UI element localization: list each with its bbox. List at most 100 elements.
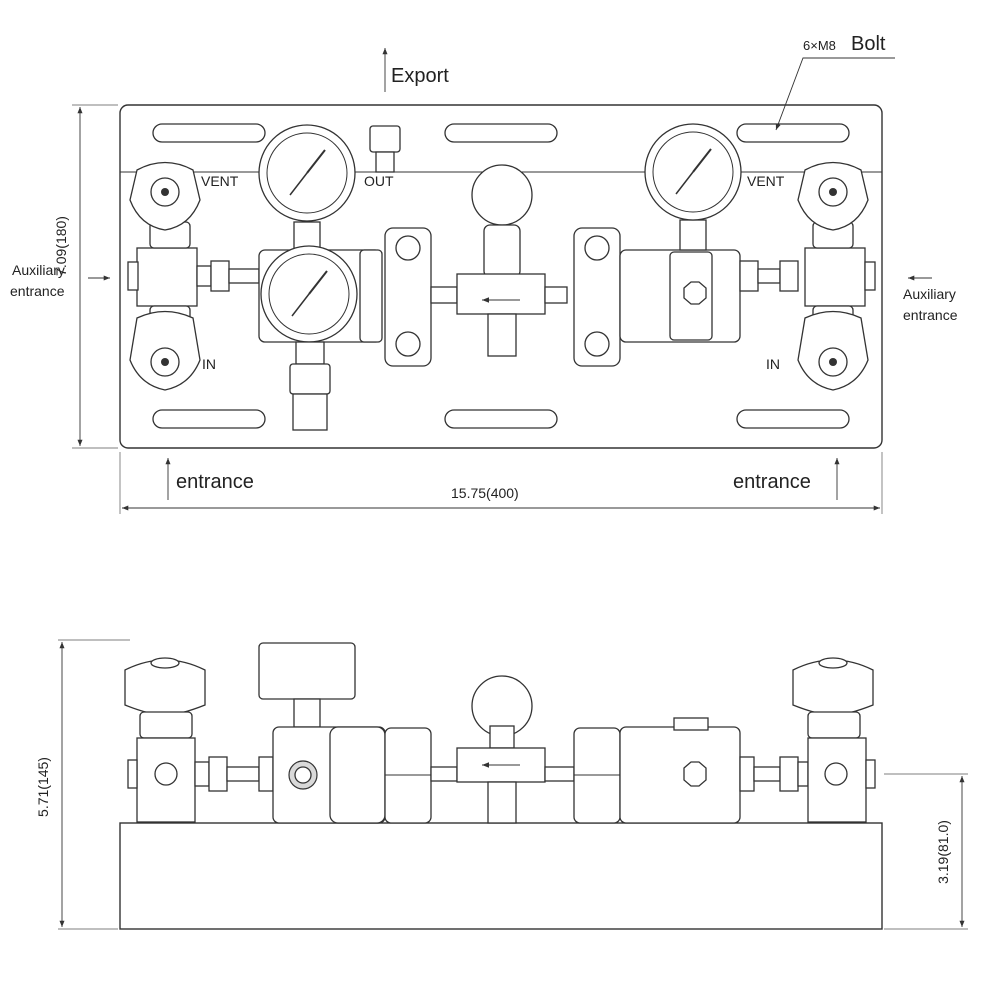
slot-top-right	[736, 123, 850, 143]
front-right-fitting-a	[739, 756, 755, 792]
right-clamp-hole-bottom	[584, 331, 610, 357]
left-clamp-hole-top	[395, 235, 421, 261]
front-right-regulator-body	[619, 726, 741, 824]
left-vent-cap	[161, 188, 169, 196]
right-tube	[757, 268, 781, 284]
label-vent-right: VENT	[747, 173, 785, 189]
front-right-fitting-c	[797, 761, 809, 787]
label-out: OUT	[364, 173, 394, 189]
right-valve-block	[804, 247, 866, 307]
left-regulator	[258, 124, 383, 431]
slot-bottom-center	[444, 409, 558, 429]
label-base-height: 3.19(81.0)	[935, 820, 951, 884]
front-center-drain	[487, 781, 517, 824]
front-right-tube	[753, 766, 781, 782]
front-left-fitting-b	[208, 756, 228, 792]
label-aux-right-1: Auxiliary	[903, 286, 956, 302]
front-left-valve	[124, 657, 274, 823]
left-clamp-hole-bottom	[395, 331, 421, 357]
label-width: 15.75(400)	[451, 485, 519, 501]
front-left-tube	[226, 766, 260, 782]
right-fitting-c	[779, 260, 799, 292]
label-bolt-spec: 6×M8	[803, 38, 836, 53]
left-upper-gauge-needle	[306, 149, 326, 174]
label-entrance-left: entrance	[176, 471, 254, 493]
front-left-fitting-a	[194, 761, 210, 787]
label-vent-left: VENT	[201, 173, 239, 189]
front-left-connector	[430, 766, 458, 782]
top-view: VENT VENT OUT IN IN Export 6×M8 Bolt Aux…	[10, 33, 958, 514]
mounting-slots	[152, 123, 850, 429]
label-side-height: 5.71(145)	[35, 757, 51, 817]
right-aux-port	[864, 261, 876, 291]
front-left-port	[154, 762, 178, 786]
label-aux-right-2: entrance	[903, 307, 958, 323]
label-entrance-right: entrance	[733, 471, 811, 493]
front-right-connector	[544, 766, 575, 782]
slot-bottom-left	[152, 409, 266, 429]
base-block	[119, 822, 883, 930]
center-ball-valve	[456, 164, 568, 357]
out-fitting-stem	[375, 151, 395, 173]
label-in-left: IN	[202, 356, 216, 372]
label-export: Export	[391, 65, 449, 87]
left-upper-gauge-needle-tail	[289, 172, 308, 196]
front-left-handwheel-cap	[150, 657, 180, 669]
center-handle-stem	[483, 224, 521, 278]
front-right-port	[824, 762, 848, 786]
slot-top-left	[152, 123, 266, 143]
right-gauge-needle-tail	[675, 171, 694, 195]
label-aux-left-1: Auxiliary	[12, 262, 65, 278]
front-right-aux-port	[865, 759, 876, 789]
left-upper-gauge-stem	[293, 221, 321, 251]
front-left-port-hole	[294, 766, 312, 784]
slot-top-center	[444, 123, 558, 143]
right-valve-assembly	[739, 161, 876, 391]
front-left-aux-port	[127, 759, 138, 789]
front-left-regulator	[258, 642, 386, 824]
label-height: 7.09(180)	[53, 216, 69, 276]
left-lower-gauge-needle	[308, 270, 328, 295]
front-gauge-face	[258, 642, 356, 700]
left-regulator-cap	[359, 249, 383, 343]
front-left-bonnet	[139, 711, 193, 739]
front-center-valve	[456, 675, 575, 824]
left-aux-port	[127, 261, 139, 291]
center-drain-stem	[487, 313, 517, 357]
left-valve-assembly	[127, 161, 260, 391]
right-in-cap	[829, 358, 837, 366]
front-right-regulator-top	[673, 717, 709, 731]
left-connector-tube	[430, 286, 458, 304]
front-right-clamp	[573, 727, 621, 824]
front-gauge-stem	[293, 698, 321, 728]
left-fitting-a	[196, 265, 212, 287]
left-outlet-nut	[289, 363, 331, 395]
out-fitting	[369, 125, 401, 173]
right-fitting-b	[739, 260, 759, 292]
label-bolt: Bolt	[851, 33, 886, 55]
left-tube	[228, 268, 260, 284]
label-in-right: IN	[766, 356, 780, 372]
left-lower-gauge-dial	[268, 253, 350, 335]
right-regulator	[619, 123, 742, 343]
front-right-valve	[739, 657, 876, 823]
slot-bottom-right	[736, 409, 850, 429]
right-gauge-dial	[652, 131, 734, 213]
front-right-regulator	[619, 717, 741, 824]
front-center-stem	[489, 725, 515, 749]
bolt-leader	[775, 57, 895, 131]
front-left-regulator-cap	[329, 726, 386, 824]
left-outlet-neck	[295, 341, 325, 365]
front-right-fitting-b	[779, 756, 799, 792]
right-clamp	[573, 227, 621, 367]
front-left-clamp	[384, 727, 458, 824]
front-right-handwheel-cap	[818, 657, 848, 669]
right-gauge-stem	[679, 219, 707, 251]
left-upper-gauge-dial	[266, 132, 348, 214]
left-fitting-b	[210, 260, 230, 292]
front-right-bonnet	[807, 711, 861, 739]
left-lower-gauge-needle-tail	[291, 293, 310, 317]
right-vent-cap	[829, 188, 837, 196]
right-regulator-hex	[683, 281, 707, 305]
